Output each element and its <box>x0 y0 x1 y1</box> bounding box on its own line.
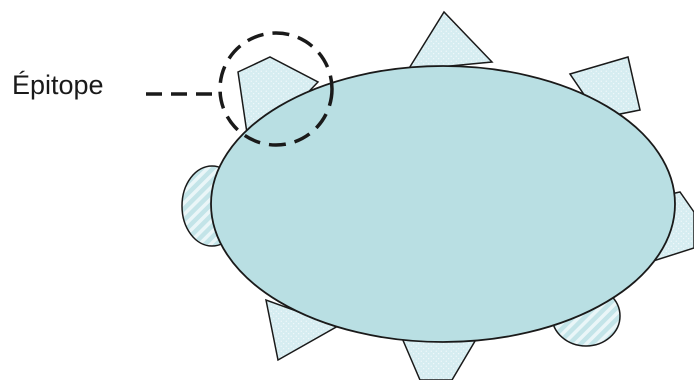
epitope-marker-circle <box>218 31 334 147</box>
epitope-label: Épitope <box>12 70 104 100</box>
antigen-body <box>210 65 676 343</box>
epitope-spike-top <box>406 10 494 71</box>
